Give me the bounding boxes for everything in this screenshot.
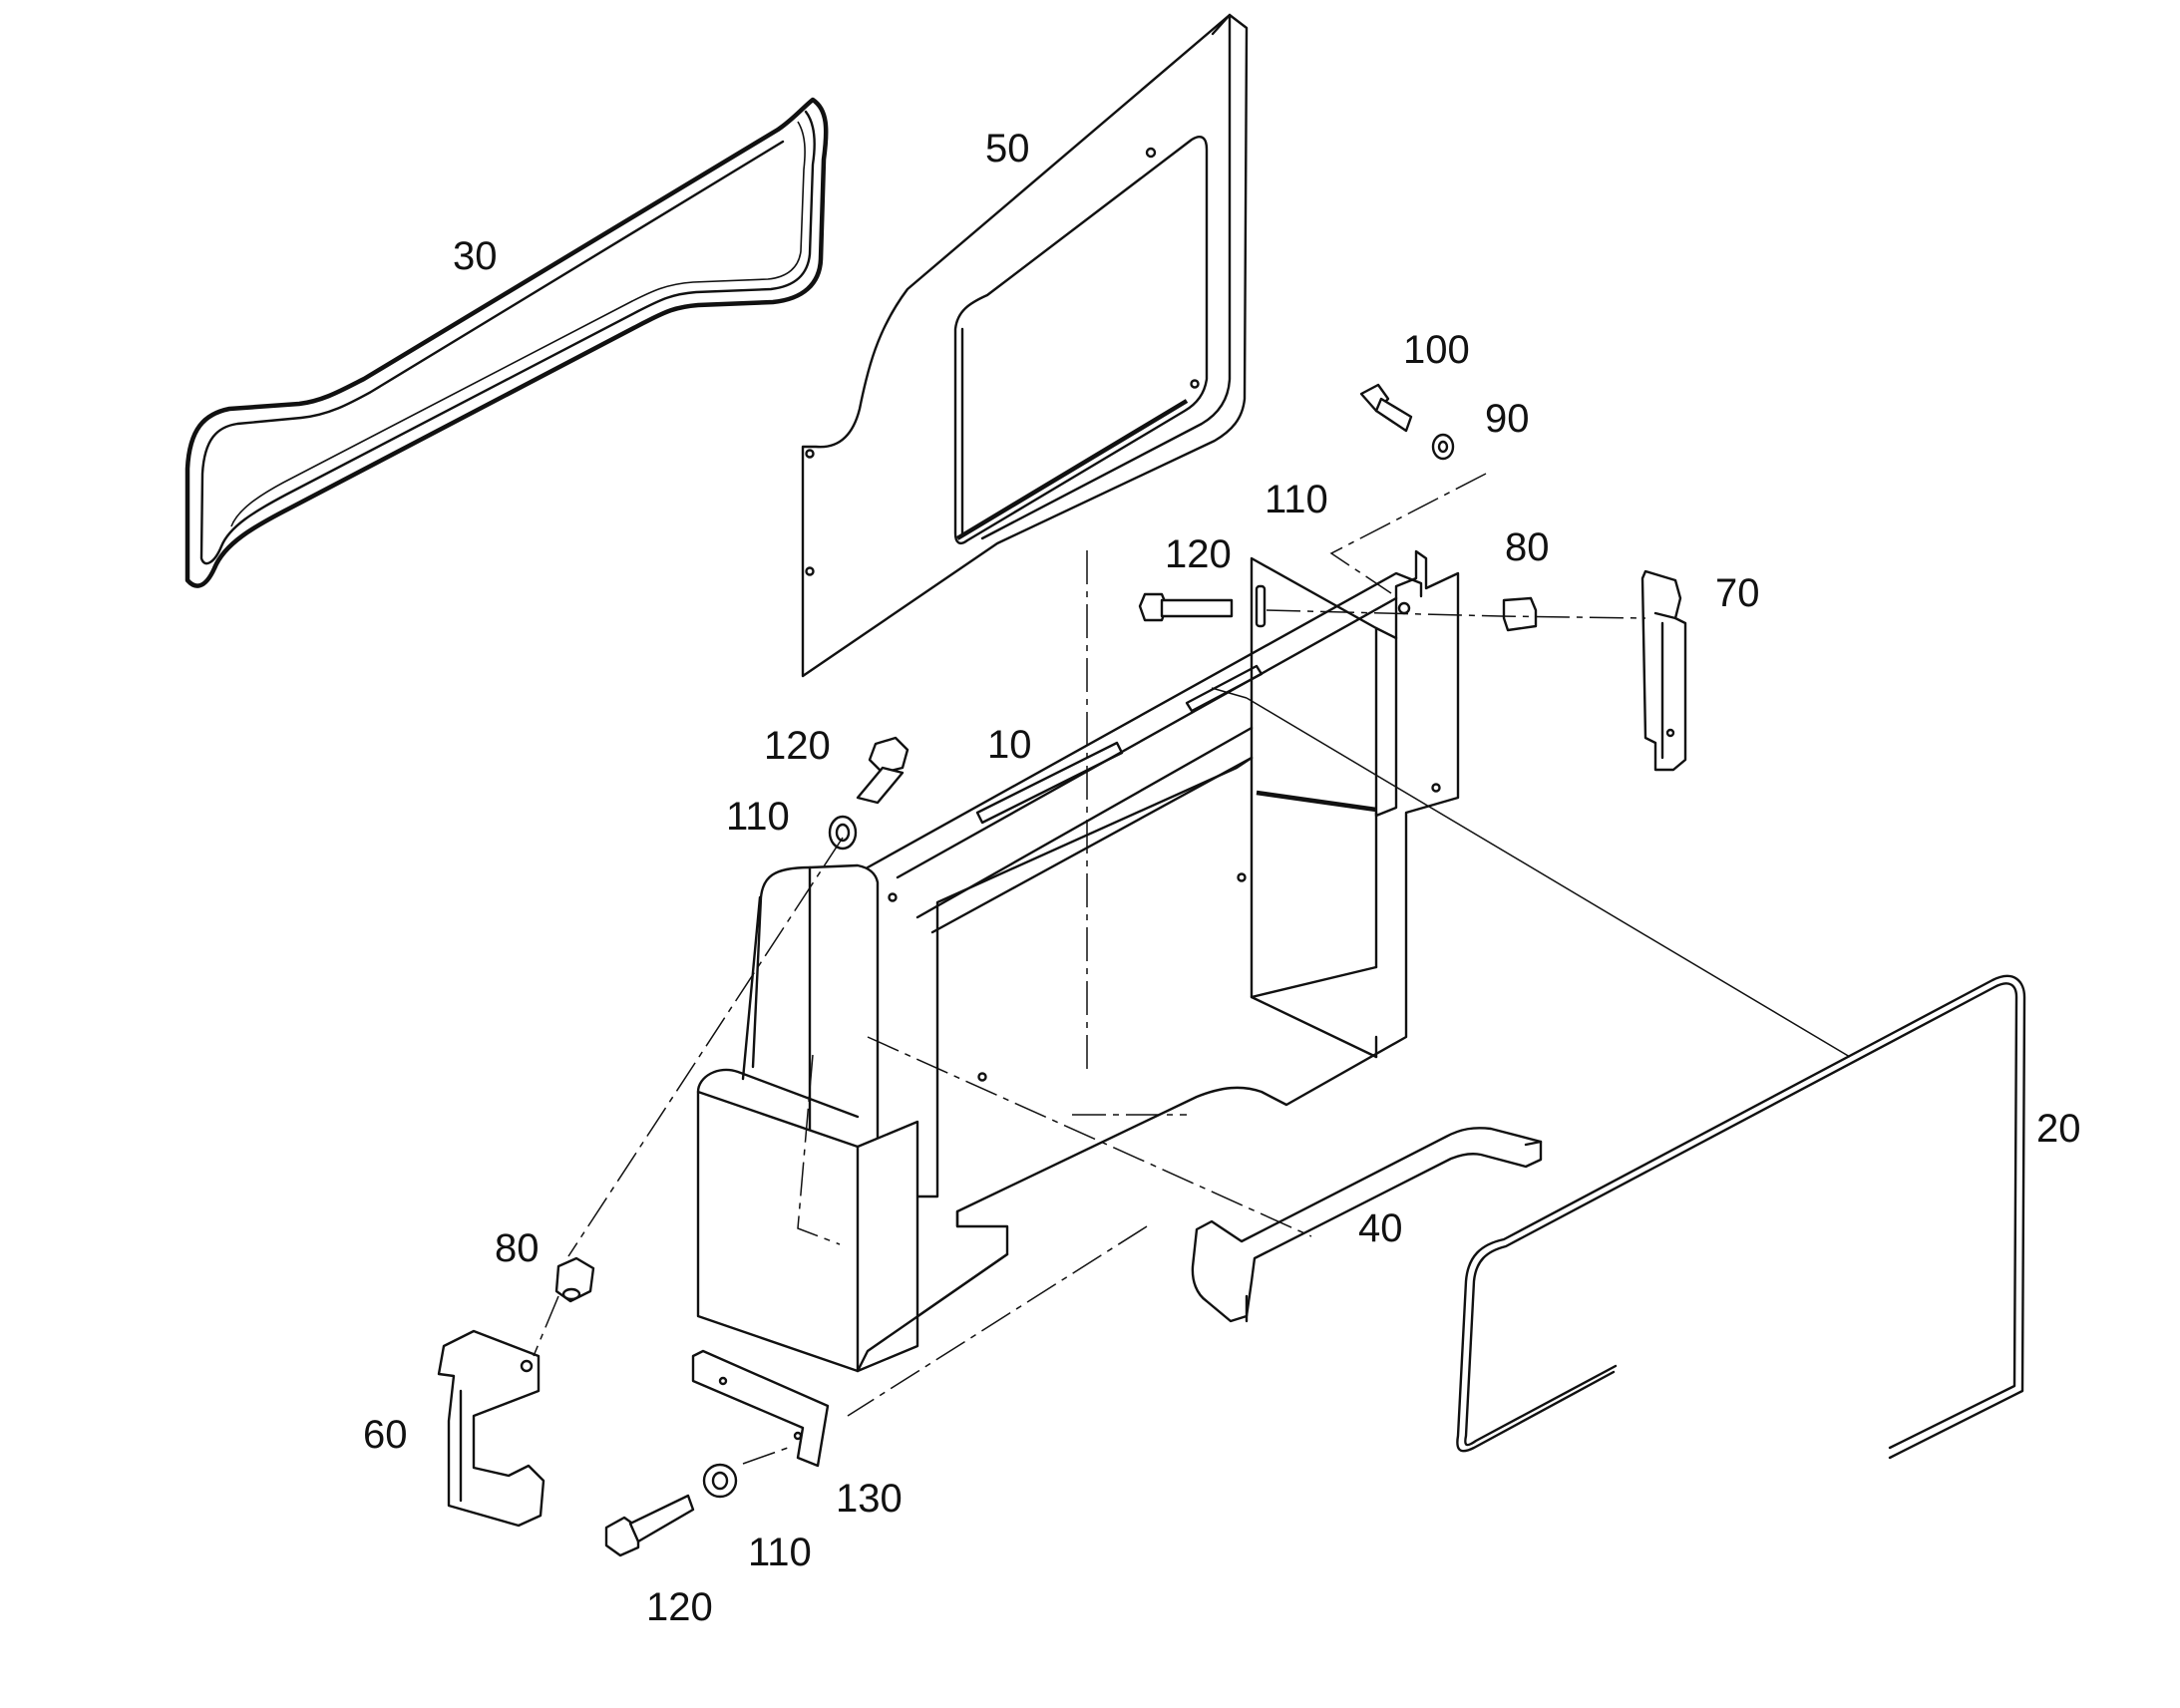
callout-110-mid: 110 [726, 795, 790, 839]
part-30-gasket [184, 97, 829, 588]
fastener-120-bolt-mid [856, 736, 909, 805]
callout-110-low: 110 [748, 1531, 812, 1574]
callout-40: 40 [1358, 1206, 1403, 1250]
fastener-80-nut-left [554, 1256, 595, 1303]
fastener-100-bolt [1359, 383, 1413, 433]
leader-lines [1211, 687, 1851, 1058]
callout-50: 50 [985, 127, 1030, 171]
fastener-110-washer-low [702, 1463, 738, 1499]
fastener-110-pin-top [1255, 584, 1267, 628]
callout-110-top: 110 [1265, 478, 1328, 521]
assembly-lines [533, 473, 1646, 1465]
fastener-120-bolt-low [604, 1494, 695, 1557]
callout-130: 130 [836, 1477, 903, 1521]
part-50-side-panel [801, 13, 1249, 678]
callout-120-mid: 120 [764, 724, 831, 768]
callout-30: 30 [453, 234, 498, 278]
callout-80-top: 80 [1505, 525, 1550, 569]
part-130-plate [691, 1349, 830, 1468]
callout-70: 70 [1715, 571, 1760, 615]
callout-120-low: 120 [646, 1585, 713, 1629]
part-40-u-bar [1191, 1127, 1543, 1323]
fastener-110-washer-mid [828, 815, 858, 851]
callout-100: 100 [1403, 328, 1470, 372]
callout-60: 60 [363, 1413, 408, 1457]
part-70-hinge [1640, 569, 1687, 772]
fastener-80-nut-top [1502, 596, 1538, 632]
callout-20: 20 [2036, 1107, 2081, 1151]
part-20-wire-seal [1456, 974, 2026, 1460]
part-60-bracket [437, 1329, 545, 1528]
fastener-120-bolt-top [1138, 592, 1234, 622]
part-10-frame [696, 549, 1460, 1373]
callout-80-left: 80 [495, 1226, 540, 1270]
callout-10: 10 [987, 723, 1032, 767]
fastener-90-washer [1431, 433, 1455, 461]
callout-120-top: 120 [1165, 532, 1232, 576]
callout-labels: 30 50 100 90 110 120 80 70 120 10 110 20… [363, 127, 2081, 1629]
callout-90: 90 [1485, 397, 1530, 441]
